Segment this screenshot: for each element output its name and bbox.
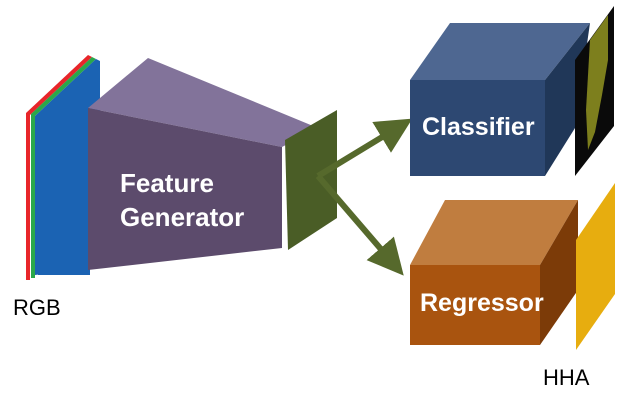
arrow-to-regressor: [315, 174, 404, 276]
feature-generator-top: [88, 58, 318, 147]
hha-output-label: HHA: [543, 365, 590, 390]
feature-generator-block: Feature Generator: [88, 58, 318, 270]
feature-map: [285, 110, 337, 250]
regressor-top: [410, 200, 578, 265]
regressor-front: [410, 265, 540, 345]
classifier-output-mask: [575, 6, 614, 176]
classifier-block: Classifier: [410, 23, 590, 176]
rgb-input-stack: [26, 55, 100, 280]
hha-output-panel: [576, 183, 615, 350]
classifier-front: [410, 80, 545, 176]
arrow-to-classifier: [316, 118, 413, 179]
regressor-side: [540, 200, 578, 345]
classifier-top: [410, 23, 590, 80]
feature-generator-label-line1: Feature: [120, 168, 214, 198]
feature-generator-front: [88, 108, 282, 270]
classifier-label: Classifier: [422, 113, 535, 141]
rgb-blue-face: [38, 118, 90, 275]
output-mask-region: [586, 15, 608, 150]
regressor-block: Regressor: [410, 200, 578, 345]
branch-arrows: [315, 118, 413, 276]
feature-generator-label-line2: Generator: [120, 202, 244, 232]
regressor-label: Regressor: [420, 289, 544, 317]
rgb-input-label: RGB: [13, 295, 61, 320]
feature-generator-label: Feature Generator: [120, 168, 244, 232]
